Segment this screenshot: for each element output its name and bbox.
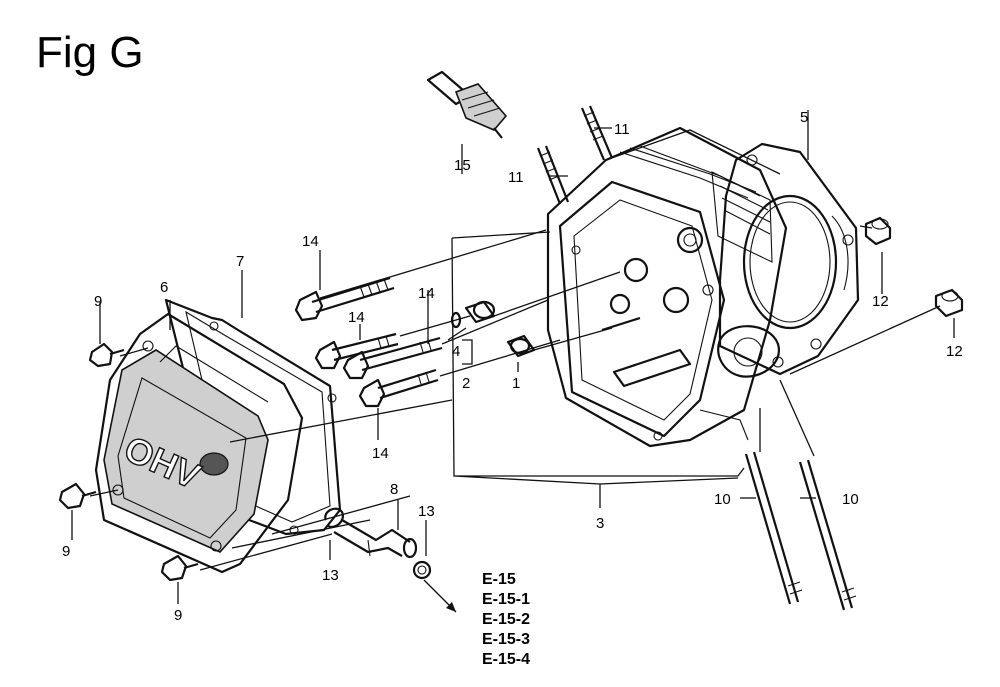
stud-bolt bbox=[580, 105, 614, 161]
callout-11: 11 bbox=[614, 121, 630, 138]
dowel-pin bbox=[934, 288, 964, 318]
callout-14: 14 bbox=[348, 309, 365, 326]
callout-13: 13 bbox=[322, 567, 339, 584]
callout-numbers: 1 2 3 4 5 6 7 8 9 9 9 10 10 11 11 12 12 … bbox=[62, 109, 963, 624]
flange-bolt bbox=[294, 276, 395, 322]
dowel-sleeve bbox=[464, 300, 496, 324]
cylinder-head bbox=[546, 126, 788, 448]
tube-clip bbox=[324, 507, 344, 528]
callout-9: 9 bbox=[174, 607, 182, 624]
dowel-sleeve bbox=[506, 334, 536, 358]
cover-bolt bbox=[88, 342, 125, 368]
callout-9: 9 bbox=[94, 293, 102, 310]
figure-title: Fig G bbox=[36, 28, 144, 77]
cover-bolt bbox=[160, 554, 199, 582]
ref-code: E-15-4 bbox=[482, 651, 530, 668]
callout-12: 12 bbox=[872, 293, 889, 310]
callout-14: 14 bbox=[372, 445, 389, 462]
spark-plug bbox=[426, 70, 508, 139]
callout-7: 7 bbox=[236, 253, 244, 270]
reference-codes: E-15 E-15-1 E-15-2 E-15-3 E-15-4 bbox=[482, 571, 530, 668]
cover-bolt bbox=[58, 482, 97, 510]
callout-13: 13 bbox=[418, 503, 435, 520]
callout-8: 8 bbox=[390, 481, 398, 498]
callout-14: 14 bbox=[302, 233, 319, 250]
breather-tube bbox=[333, 519, 418, 559]
callout-6: 6 bbox=[160, 279, 168, 296]
valve-cover: OHV bbox=[94, 312, 304, 574]
long-stud-bolt bbox=[798, 459, 857, 611]
ref-code: E-15-3 bbox=[482, 631, 530, 648]
flange-bolt bbox=[314, 332, 399, 370]
callout-12: 12 bbox=[946, 343, 963, 360]
leader-lines bbox=[71, 110, 955, 613]
ref-code: E-15 bbox=[482, 571, 516, 588]
flange-bolt bbox=[358, 368, 439, 408]
callout-10: 10 bbox=[842, 491, 859, 508]
callout-14: 14 bbox=[418, 285, 435, 302]
callout-4: 4 bbox=[452, 343, 460, 360]
dowel-pin bbox=[864, 216, 892, 246]
callout-9: 9 bbox=[62, 543, 70, 560]
callout-1: 1 bbox=[512, 375, 520, 392]
long-stud-bolt bbox=[744, 451, 803, 605]
stud-bolt bbox=[536, 145, 570, 205]
callout-5: 5 bbox=[800, 109, 808, 126]
callout-11: 11 bbox=[508, 169, 524, 186]
tube-clip bbox=[412, 560, 432, 580]
callout-10: 10 bbox=[714, 491, 731, 508]
callout-15: 15 bbox=[454, 157, 471, 174]
callout-3: 3 bbox=[596, 515, 604, 532]
ref-code: E-15-2 bbox=[482, 611, 530, 628]
ref-code: E-15-1 bbox=[482, 591, 530, 608]
cylinder-head-gasket bbox=[718, 142, 860, 376]
o-ring bbox=[450, 311, 462, 329]
callout-2: 2 bbox=[462, 375, 470, 392]
flange-bolt bbox=[342, 336, 443, 380]
